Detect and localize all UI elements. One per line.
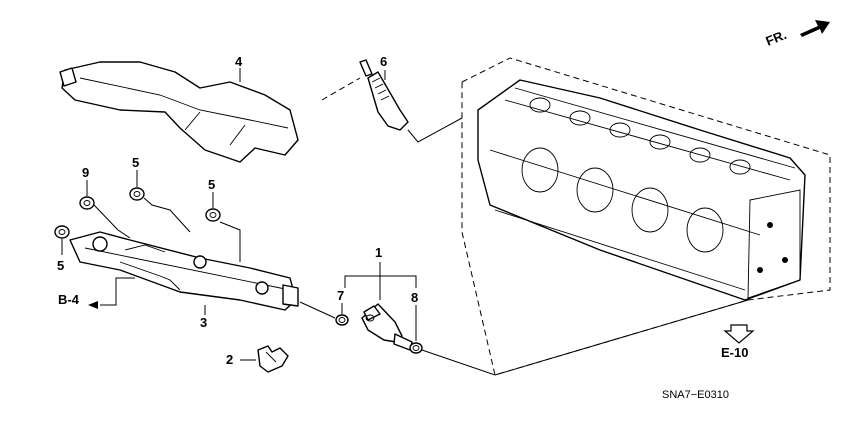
fr-arrow-icon [800, 20, 830, 37]
part-2-clip [257, 345, 289, 373]
callout-2: 2 [226, 352, 233, 367]
callout-3: 3 [200, 315, 207, 330]
callout-8: 8 [411, 290, 418, 305]
callout-1: 1 [375, 245, 382, 260]
b4-label: B-4 [58, 292, 80, 307]
part-6-sensor [359, 59, 409, 131]
e10-label: E-10 [721, 345, 748, 360]
e10-reference: E-10 [721, 324, 755, 360]
part-7-o-ring [335, 314, 349, 326]
part-5-left [54, 225, 70, 239]
callout-5-top: 5 [132, 155, 139, 170]
part-5-top [129, 187, 145, 201]
b4-arrow-icon [88, 301, 98, 309]
fr-label: FR. [764, 27, 789, 49]
part-4-injector-cover [59, 61, 299, 163]
cylinder-head [461, 57, 831, 376]
front-direction-arrow: FR. [764, 20, 830, 49]
part-1-injector [361, 303, 413, 351]
callout-6: 6 [380, 54, 387, 69]
down-arrow-icon [723, 324, 755, 344]
part-3-fuel-rail [69, 231, 299, 311]
callout-4: 4 [235, 54, 243, 69]
part-5-right [205, 208, 221, 222]
callout-5-right: 5 [208, 177, 215, 192]
callout-7: 7 [337, 288, 344, 303]
callout-9: 9 [82, 165, 89, 180]
part-9-nut [79, 196, 95, 210]
part-8-o-ring [409, 342, 423, 354]
callout-5-left: 5 [57, 258, 64, 273]
diagram-code: SNA7−E0310 [662, 389, 729, 401]
